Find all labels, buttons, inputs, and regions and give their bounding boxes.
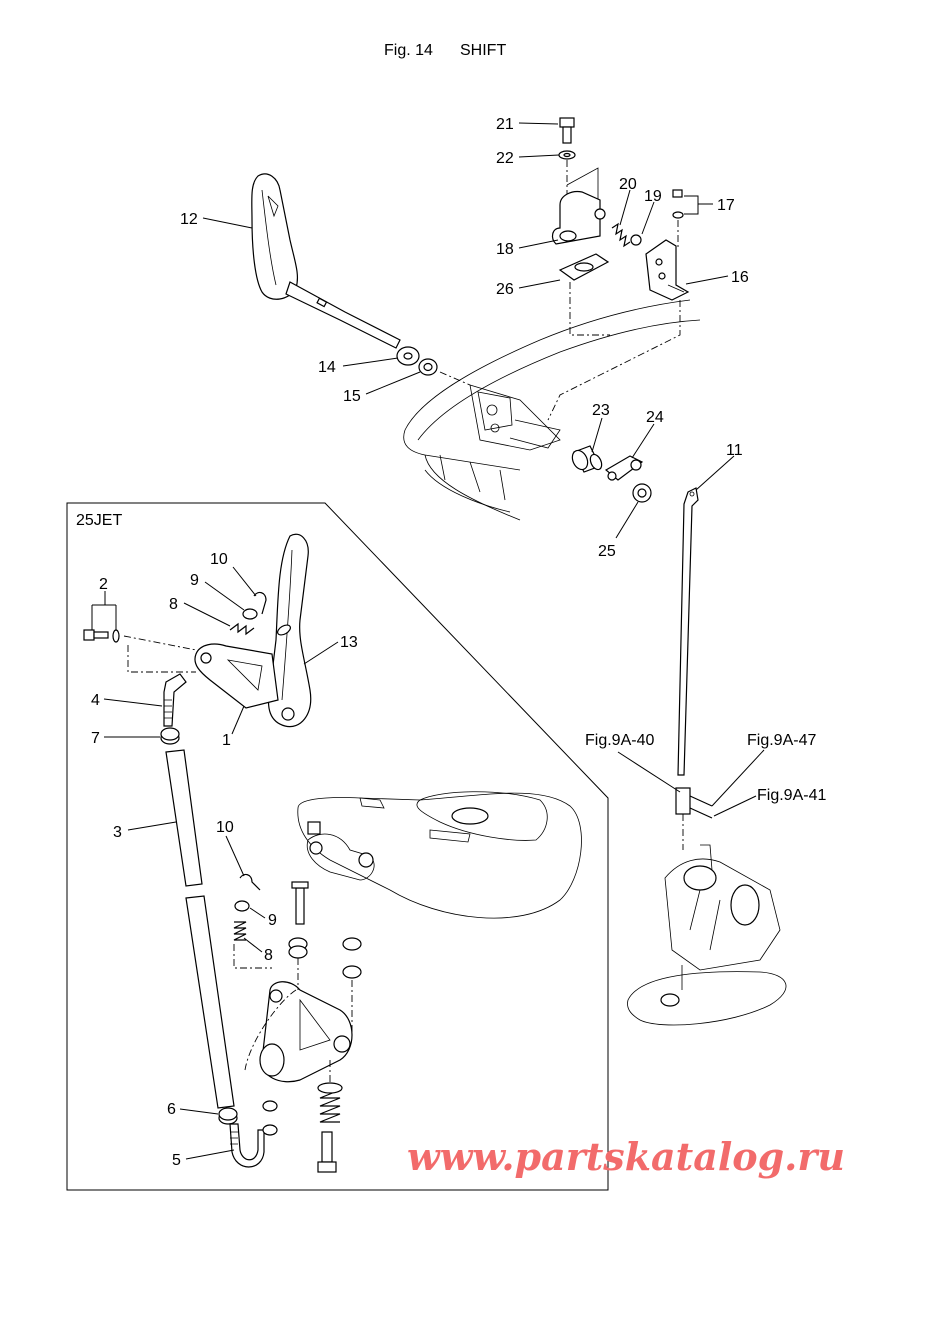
- callout-inset-1: 1: [222, 732, 231, 749]
- rod-connector: [675, 787, 713, 819]
- callout-inset-8-upper: 8: [169, 596, 178, 613]
- washer-14: [396, 346, 420, 366]
- callout-18: 18: [496, 241, 514, 258]
- ball-19: [630, 234, 642, 246]
- callout-inset-8-lower: 8: [264, 947, 273, 964]
- ref-fig9a-41: Fig.9A-41: [757, 787, 826, 804]
- bolt-21: [559, 117, 575, 144]
- callout-inset-2: 2: [99, 576, 108, 593]
- jet-pump-housing-outline: [297, 791, 582, 919]
- nut-7: [160, 727, 180, 745]
- callout-21: 21: [496, 116, 514, 133]
- shift-rod-11: [677, 487, 699, 776]
- callout-22: 22: [496, 150, 514, 167]
- stud-bolt: [291, 881, 309, 925]
- link-24: [604, 455, 644, 481]
- ref-fig9a-40: Fig.9A-40: [585, 732, 654, 749]
- spring-8-upper: [229, 622, 255, 636]
- screw-17: [672, 189, 684, 219]
- bottom-bolt: [317, 1131, 337, 1173]
- callout-inset-10-lower: 10: [216, 819, 234, 836]
- callout-inset-9-upper: 9: [190, 572, 199, 589]
- washer-9-lower: [234, 900, 250, 912]
- ref-fig9a-47: Fig.9A-47: [747, 732, 816, 749]
- pin-23: [571, 445, 603, 473]
- shift-plate-16: [645, 239, 690, 301]
- figure-number: Fig. 14: [384, 42, 433, 59]
- damper-spring: [317, 1082, 343, 1123]
- spring-8-lower: [233, 921, 247, 941]
- spring-20: [611, 222, 631, 248]
- callout-15: 15: [343, 388, 361, 405]
- callout-labels: 21 22 20 19 17 18 16 26 12 14 15 23 24 1…: [91, 116, 749, 1169]
- figure-title: SHIFT: [460, 42, 506, 59]
- callout-inset-13: 13: [340, 634, 358, 651]
- callout-24: 24: [646, 409, 664, 426]
- shift-lever-12: [251, 173, 401, 349]
- nut-6: [218, 1107, 238, 1125]
- callout-inset-5: 5: [172, 1152, 181, 1169]
- callout-20: 20: [619, 176, 637, 193]
- inset-frame: [66, 502, 609, 1191]
- jet-shift-lever-13: [267, 533, 312, 728]
- lower-unit-outline: [627, 844, 787, 1026]
- bracket-1: [194, 643, 279, 709]
- washer-22: [558, 150, 576, 160]
- bolt-2: [83, 629, 120, 643]
- rod-end-5: [229, 1123, 265, 1168]
- gasket-26: [558, 253, 610, 281]
- nut-25: [632, 483, 652, 503]
- callout-19: 19: [644, 188, 662, 205]
- inset-title: 25JET: [76, 512, 122, 529]
- rod-3: [165, 749, 235, 1109]
- bottom-cowling-outline: [403, 299, 701, 521]
- callout-inset-6: 6: [167, 1101, 176, 1118]
- bushing-15: [418, 358, 438, 376]
- callout-inset-7: 7: [91, 730, 100, 747]
- callout-25: 25: [598, 543, 616, 560]
- cross-references: Fig.9A-40 Fig.9A-47 Fig.9A-41: [585, 732, 826, 804]
- callout-26: 26: [496, 281, 514, 298]
- rod-end-4: [163, 673, 187, 727]
- washer-9-upper: [242, 608, 258, 620]
- callout-11: 11: [726, 442, 743, 459]
- shift-bracket-18: [551, 190, 606, 245]
- callout-12: 12: [180, 211, 198, 228]
- callout-16: 16: [731, 269, 749, 286]
- leader-lines: [91, 122, 765, 1160]
- callout-23: 23: [592, 402, 610, 419]
- callout-17: 17: [717, 197, 735, 214]
- watermark: www.partskatalog.ru: [407, 1134, 845, 1179]
- callout-14: 14: [318, 359, 336, 376]
- jet-bracket: [244, 981, 353, 1083]
- callout-inset-3: 3: [113, 824, 122, 841]
- callout-inset-10-upper: 10: [210, 551, 228, 568]
- pin-10-lower: [239, 873, 261, 891]
- callout-inset-4: 4: [91, 692, 100, 709]
- grommets: [262, 937, 362, 1136]
- callout-inset-9-lower: 9: [268, 912, 277, 929]
